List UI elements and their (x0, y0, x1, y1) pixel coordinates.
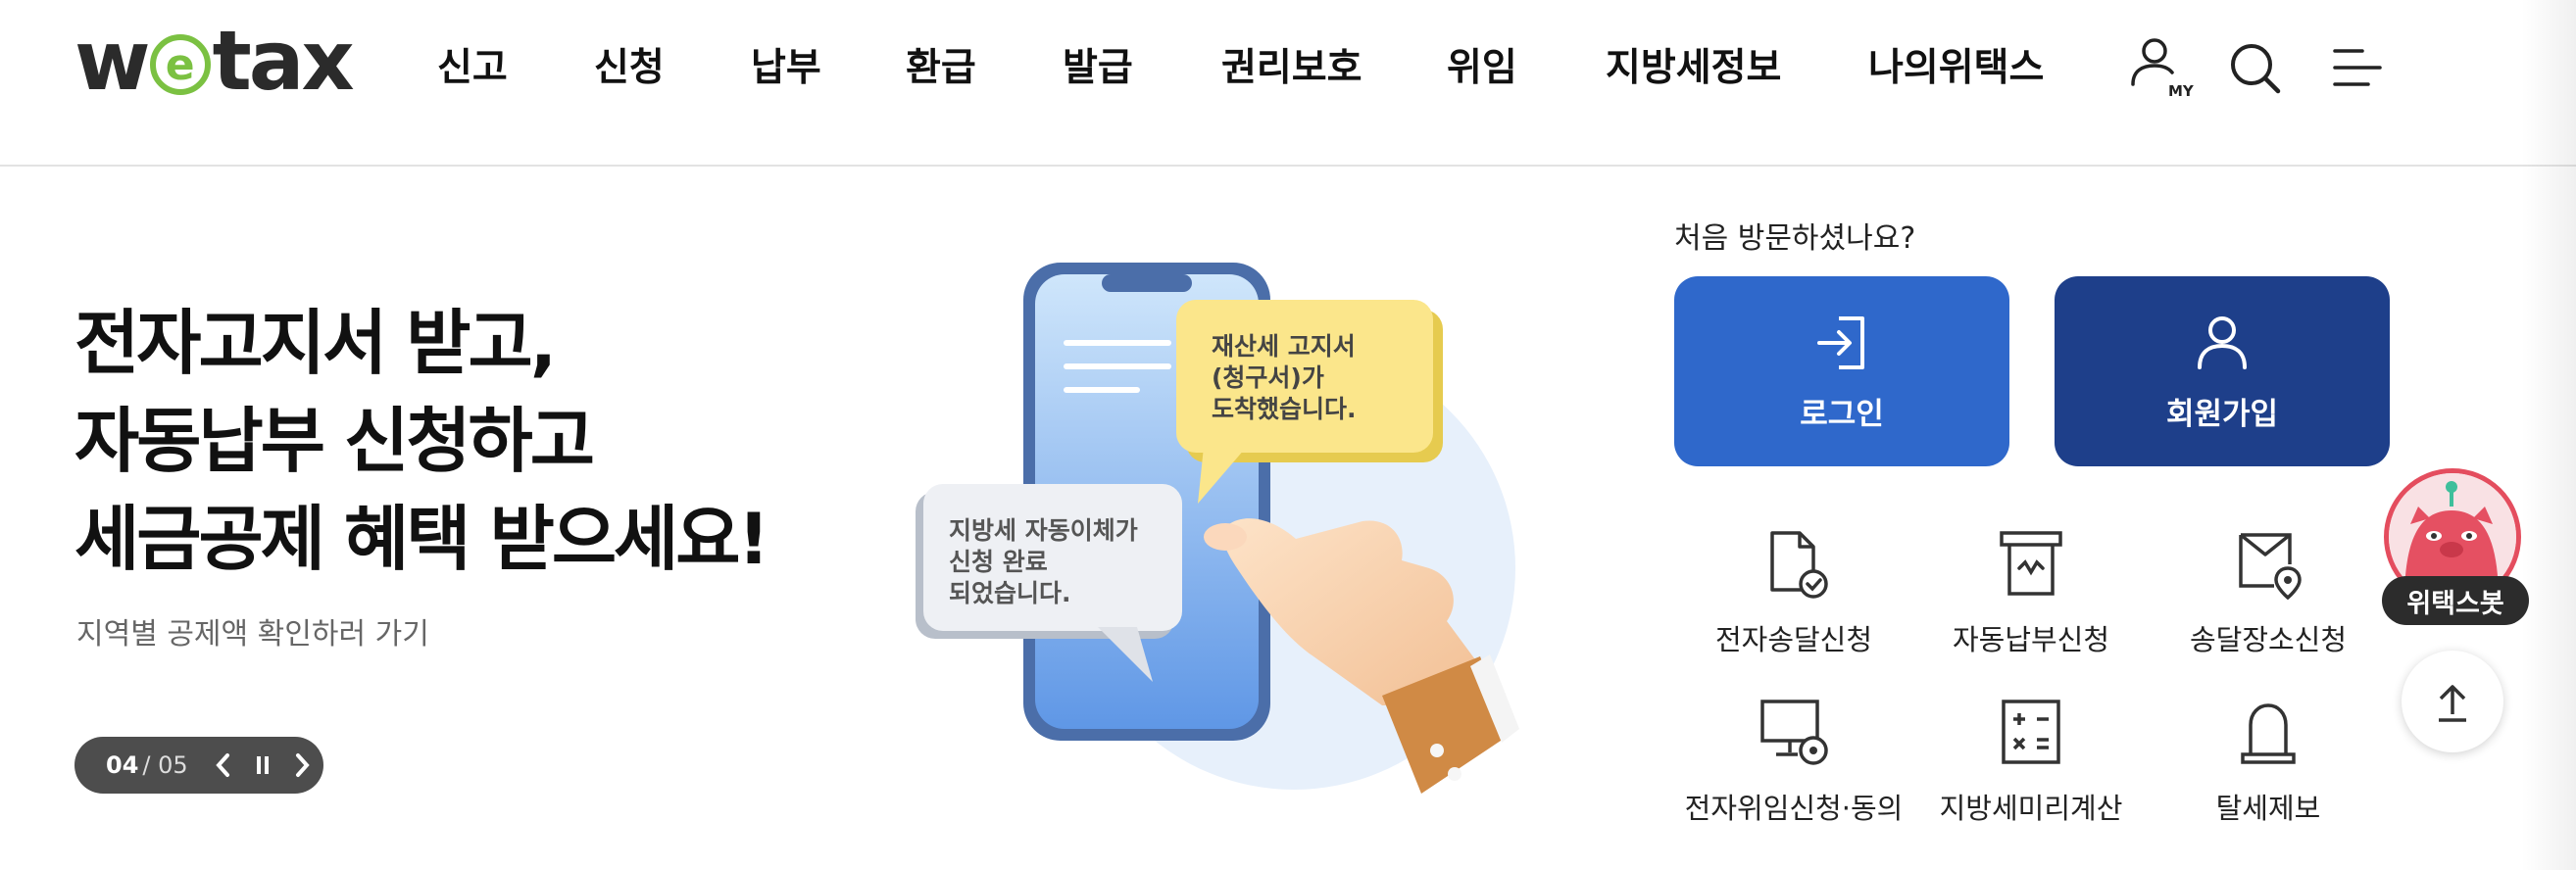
deduction-check-link[interactable]: 지역별 공제액 확인하러 가기 (76, 617, 429, 652)
gray-bubble-line-1: 지방세 자동이체가 (949, 516, 1138, 545)
page-edge-shadow (2521, 0, 2576, 870)
login-button[interactable]: 로그인 (1674, 276, 2009, 466)
yellow-bubble-line-1: 재산세 고지서 (1212, 332, 1356, 361)
hero-title-line-2: 자동납부 신청하고 (74, 400, 595, 482)
arrow-up-icon (2439, 685, 2466, 722)
service-label: 지방세미리계산 (1939, 792, 2123, 825)
nav-delegation[interactable]: 위임 (1447, 46, 1517, 90)
gray-bubble-line-2: 신청 완료 (949, 548, 1048, 576)
slide-pager: 04 / 05 (74, 737, 323, 794)
siren-icon (2241, 703, 2296, 764)
nav-apply[interactable]: 신청 (594, 46, 665, 90)
service-label: 전자위임신청·동의 (1684, 792, 1904, 825)
pager-current: 04 (106, 751, 139, 779)
nav-payment[interactable]: 납부 (751, 46, 821, 90)
service-label: 송달장소신청 (2189, 623, 2348, 656)
menu-icon[interactable] (2323, 33, 2392, 102)
pager-total: / 05 (142, 751, 188, 779)
pager-pause-icon[interactable] (247, 746, 278, 785)
service-electronic-delegation[interactable]: 전자위임신청·동의 (1676, 694, 1911, 827)
login-icon (1817, 315, 1864, 369)
pager-next-icon[interactable] (286, 746, 318, 785)
hero-title-line-3: 세금공제 혜택 받으세요! (74, 498, 769, 580)
service-label: 전자송달신청 (1714, 623, 1873, 656)
pager-prev-icon[interactable] (208, 746, 239, 785)
nav-local-tax-info[interactable]: 지방세정보 (1606, 46, 1782, 90)
logo-text-w: w (74, 13, 151, 109)
service-tax-calculator[interactable]: 지방세미리계산 (1913, 694, 2149, 827)
nav-issue[interactable]: 발급 (1063, 46, 1133, 90)
first-visit-question: 처음 방문하셨나요? (1674, 221, 1916, 256)
calculator-icon (2002, 700, 2060, 764)
logo-text-tax: tax (212, 13, 355, 109)
signup-label: 회원가입 (2165, 396, 2279, 432)
yellow-bubble-line-3: 도착했습니다. (1212, 395, 1357, 423)
signup-button[interactable]: 회원가입 (2055, 276, 2390, 466)
user-add-icon (2198, 315, 2247, 369)
search-icon[interactable] (2221, 33, 2290, 102)
auto-payment-icon (2000, 531, 2062, 596)
yellow-bubble-line-2: (청구서)가 (1212, 363, 1324, 392)
nav-rights-protection[interactable]: 권리보호 (1221, 46, 1362, 90)
gray-bubble-line-3: 되었습니다. (949, 579, 1071, 607)
service-electronic-delivery[interactable]: 전자송달신청 (1676, 525, 1911, 658)
nav-refund[interactable]: 환급 (906, 46, 976, 90)
user-my-icon[interactable]: MY (2125, 33, 2195, 102)
login-label: 로그인 (1800, 396, 1884, 432)
service-auto-payment[interactable]: 자동납부신청 (1913, 525, 2149, 658)
wetax-bot-button[interactable]: 위택스봇 (2382, 468, 2529, 625)
service-tax-evasion-report[interactable]: 탈세제보 (2151, 694, 2386, 827)
hero-title-line-1: 전자고지서 받고, (74, 302, 557, 384)
nav-report[interactable]: 신고 (437, 46, 508, 90)
bot-label: 위택스봇 (2382, 576, 2529, 625)
location-envelope-icon (2239, 533, 2302, 601)
service-label: 탈세제보 (2215, 792, 2321, 825)
hero-illustration: 재산세 고지서 (청구서)가 도착했습니다. 지방세 자동이체가 신청 완료 되… (892, 245, 1559, 833)
nav-my-wetax[interactable]: 나의위택스 (1868, 46, 2045, 90)
hero-title: 전자고지서 받고, 자동납부 신청하고 세금공제 혜택 받으세요! (74, 294, 769, 588)
scroll-top-button[interactable] (2402, 651, 2503, 752)
service-delivery-address[interactable]: 송달장소신청 (2151, 525, 2386, 658)
logo-e-ring: e (149, 34, 211, 95)
monitor-lock-icon (1760, 700, 1828, 765)
service-label: 자동납부신청 (1952, 623, 2110, 656)
my-badge-text: MY (2168, 82, 2194, 100)
document-check-icon (1770, 531, 1828, 599)
